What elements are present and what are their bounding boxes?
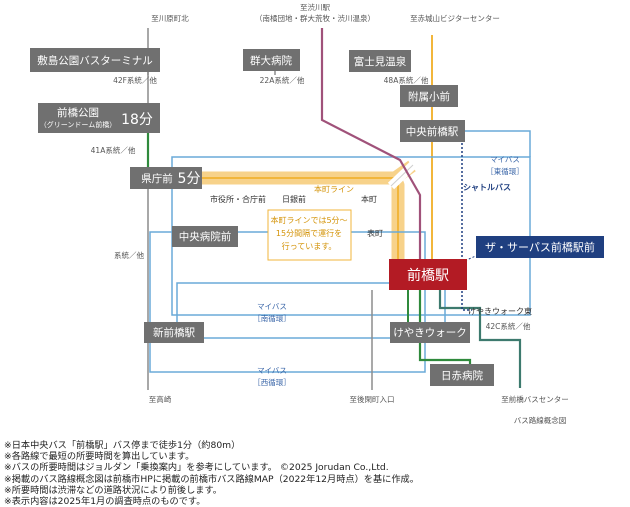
bus-route-diagram: 敷島公園バスターミナル 前橋公園 （グリーンドーム前橋） 18分 県庁前 5分 …: [30, 2, 604, 425]
stop-maebashi-park-box: [38, 103, 160, 133]
stop-chuo-hospital-box: [172, 226, 238, 247]
label-shibukawa-a: 至渋川駅: [300, 2, 330, 12]
stop-gunma-hospital-box: [243, 49, 300, 71]
label-r-other: 系統／他: [114, 250, 144, 260]
label-r41a: 41A系統／他: [91, 145, 136, 155]
footnote-line: ※表示内容は2025年1月の調査時点のものです。: [4, 496, 206, 507]
label-diagram-caption: バス路線概念図: [514, 415, 567, 425]
green-route-east: [438, 285, 522, 388]
label-takasaki: 至高崎: [149, 394, 172, 404]
purple-route: [320, 28, 422, 265]
stop-nisseki: 日赤病院: [441, 369, 483, 382]
footnotes: ※日本中央バス「前橋駅」バス停まで徒歩1分（約80m） ※各路線で最短の所要時間…: [4, 440, 624, 507]
honmachi-note-1: 本町ラインでは5分～: [270, 215, 347, 225]
label-shibukawa-b: （南橘団地・群大荒牧・渋川温泉）: [255, 13, 375, 23]
label-south-loop: ［南循環］: [253, 313, 291, 323]
label-shuttle: シャトルバス: [463, 183, 511, 192]
label-shibukawa-kita: 至川原町北: [151, 14, 189, 23]
label-omotecho: 表町: [367, 228, 383, 238]
label-mybus-west: マイバス: [257, 366, 287, 375]
stop-kencho: 県庁前: [141, 172, 173, 185]
mybus-south-loop: [176, 282, 446, 339]
footnote-line: ※日本中央バス「前橋駅」バス停まで徒歩1分（約80m）: [4, 440, 241, 451]
footnote-line: ※各路線で最短の所要時間を算出しています。: [4, 451, 195, 463]
honmachi-note-box: [267, 209, 352, 261]
stop-keyaki: けやきウォーク: [393, 327, 467, 339]
stop-chuo-maebashi-box: [400, 120, 465, 142]
label-west-loop: ［西循環］: [253, 377, 291, 387]
honmachi-note-3: 行っています。: [282, 241, 337, 251]
label-r42f: 42F系統／他: [113, 75, 157, 85]
label-honmachi: 本町: [361, 194, 377, 204]
stop-chuo-maebashi: 中央前橋駅: [406, 125, 459, 138]
label-shiyakusho-iriguchi: 至後閑町入口: [350, 394, 395, 404]
stop-fujimi: 富士見温泉: [354, 55, 407, 68]
stop-maebashi-park: 前橋公園: [57, 106, 99, 119]
label-mybus-east: マイバス: [490, 155, 520, 164]
time-maebashi-park: 18分: [121, 112, 153, 128]
stop-kencho-box: [130, 167, 202, 189]
label-bus-center: 至前橋バスセンター: [501, 394, 569, 404]
honmachi-note-2: 15分間隔で運行を: [276, 228, 342, 238]
stop-the-surpass-box: [476, 236, 604, 258]
label-east-loop: ［東循環］: [486, 166, 524, 176]
stop-shin-maebashi: 新前橋駅: [153, 326, 195, 339]
label-keyaki-east: けやきウォーク東: [468, 306, 532, 316]
stop-shikishima-box: [30, 48, 160, 72]
stop-fuzoku: 附属小前: [408, 90, 450, 103]
label-hongincho: 日銀前: [282, 194, 306, 204]
label-mybus-south: マイバス: [257, 302, 287, 311]
footnote-line: ※所要時間は渋滞などの道路状況により前後します。: [4, 484, 222, 496]
label-honmachi-line: 本町ライン: [314, 184, 354, 194]
footnote-line: ※掲載のバス路線概念図は前橋市HPに掲載の前橋市バス路線MAP（2022年12月…: [4, 473, 419, 485]
footnote-line: ※バスの所要時間はジョルダン「乗換案内」を参考にしています。 ©2025 Jor…: [4, 462, 389, 474]
stop-fuzoku-box: [400, 85, 458, 107]
stop-the-surpass: ザ・サーパス前橋駅前: [485, 240, 595, 254]
label-r42c: 42C系統／他: [486, 321, 531, 331]
stop-maebashi-box: [389, 259, 467, 290]
time-kencho: 5分: [178, 171, 201, 187]
stop-maebashi-park-sub: （グリーンドーム前橋）: [40, 120, 116, 129]
label-akagi: 至赤城山ビジターセンター: [410, 13, 500, 23]
label-r22a: 22A系統／他: [260, 75, 305, 85]
stop-shin-maebashi-box: [144, 322, 204, 343]
stop-nisseki-box: [430, 364, 494, 386]
stop-gunma-hospital: 群大病院: [250, 54, 292, 67]
stop-chuo-hospital: 中央病院前: [179, 230, 232, 243]
stop-keyaki-box: [390, 322, 470, 343]
shuttle-route: [461, 135, 472, 311]
stop-shikishima: 敷島公園バスターミナル: [37, 54, 153, 67]
stop-fujimi-box: [349, 50, 411, 72]
label-shiyakusho: 市役所・合庁前: [210, 194, 266, 204]
stop-maebashi: 前橋駅: [407, 267, 449, 284]
label-r48a: 48A系統／他: [384, 75, 429, 85]
